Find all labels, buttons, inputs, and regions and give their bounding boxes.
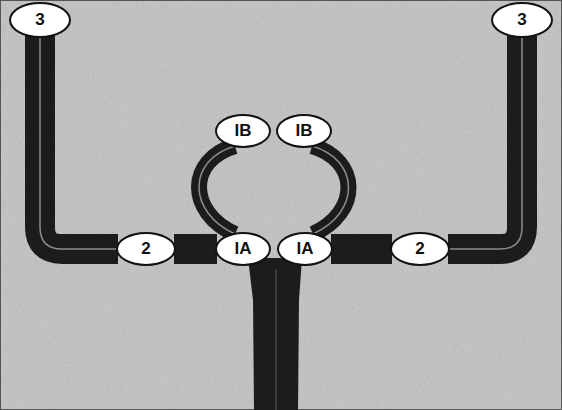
- tube-body: [174, 234, 217, 264]
- label-oval: IB: [276, 114, 332, 148]
- branch-label: 2: [415, 240, 424, 259]
- tube-body: [312, 146, 349, 234]
- branch-label: 2: [141, 240, 150, 259]
- tube-body: [448, 36, 522, 249]
- tube-highlight: [448, 36, 522, 249]
- label-oval: 3: [491, 2, 553, 38]
- label-oval: IA: [215, 232, 271, 266]
- label-oval: IA: [277, 232, 333, 266]
- branch-tube: [331, 249, 392, 250]
- tube-body: [40, 36, 118, 249]
- branch-tube: [448, 36, 522, 249]
- branch-label: IB: [296, 122, 313, 141]
- branch-label: IA: [297, 240, 314, 259]
- branch-label: IB: [235, 122, 252, 141]
- branch-label: 3: [517, 11, 526, 30]
- branch-label: 3: [35, 11, 44, 30]
- label-oval: 2: [390, 232, 450, 266]
- branch-tube: [174, 249, 217, 250]
- label-oval: 3: [9, 2, 71, 38]
- tube-body: [331, 234, 392, 264]
- tube-highlight: [312, 146, 349, 234]
- tube-highlight: [199, 146, 235, 234]
- label-oval: 2: [116, 232, 176, 266]
- tube-highlight: [40, 36, 118, 249]
- branch-label: IA: [235, 240, 252, 259]
- label-oval: IB: [215, 114, 271, 148]
- trunk-highlight: [275, 270, 277, 410]
- branch-tube: [40, 36, 118, 249]
- branch-tube: [199, 146, 235, 234]
- tube-body: [199, 146, 235, 234]
- trunk: [248, 258, 302, 410]
- branch-tube: [312, 146, 349, 234]
